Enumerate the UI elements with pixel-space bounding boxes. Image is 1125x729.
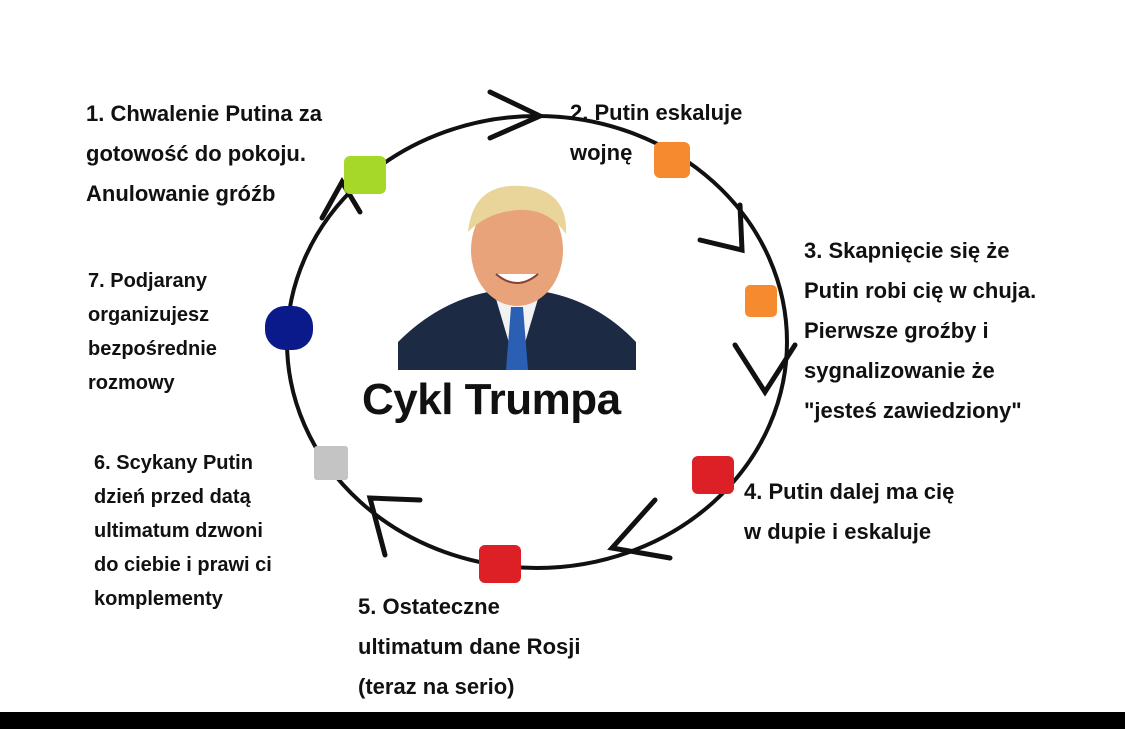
label-line: 6. Scykany Putin [94,452,253,474]
step-1-node [344,156,386,194]
arrow-icon [366,495,423,558]
label-line: komplementy [94,588,223,610]
label-line: 1. Chwalenie Putina za [86,101,322,126]
arrow-icon [487,89,546,141]
step-7-label: 7. Podjarany organizujesz bezpośrednie r… [88,264,217,400]
label-line: 4. Putin dalej ma cię [744,479,955,504]
label-line: ultimatum dzwoni [94,520,263,542]
label-line: (teraz na serio) [358,674,515,699]
label-line: 7. Podjarany [88,270,207,292]
label-line: dzień przed datą [94,486,251,508]
label-line: 2. Putin eskaluje [570,100,743,125]
step-7-node [265,306,313,350]
label-line: Putin robi cię w chuja. [804,278,1037,303]
step-2-node [654,142,690,178]
arrow-icon [697,202,745,254]
step-3-label: 3. Skapnięcie się że Putin robi cię w ch… [804,231,1036,431]
label-line: 3. Skapnięcie się że [804,238,1010,263]
label-line: gotowość do pokoju. [86,141,306,166]
label-line: bezpośrednie [88,338,217,360]
step-3-node [745,285,777,317]
step-2-label: 2. Putin eskaluje wojnę [570,93,742,173]
label-line: do ciebie i prawi ci [94,554,272,576]
label-line: rozmowy [88,372,175,394]
step-6-node [314,446,348,480]
label-line: Anulowanie gróźb [86,181,276,206]
diagram-title: Cykl Trumpa [362,375,621,424]
label-line: "jesteś zawiedziony" [804,398,1022,423]
step-4-node [692,456,734,494]
step-6-label: 6. Scykany Putin dzień przed datą ultima… [94,446,272,616]
step-1-label: 1. Chwalenie Putina za gotowość do pokoj… [86,94,322,214]
label-line: wojnę [570,140,633,165]
arrow-icon [732,342,798,397]
label-line: 5. Ostateczne [358,594,500,619]
arrow-icon [607,497,673,561]
step-5-node [479,545,521,583]
label-line: ultimatum dane Rosji [358,634,581,659]
trump-photo [398,172,636,370]
label-line: Pierwsze groźby i [804,318,989,343]
step-4-label: 4. Putin dalej ma cię w dupie i eskaluje [744,472,954,552]
bottom-black-bar [0,712,1125,729]
arrow-icon [319,177,363,221]
label-line: w dupie i eskaluje [744,519,932,544]
step-5-label: 5. Ostateczne ultimatum dane Rosji (tera… [358,587,580,707]
label-line: organizujesz [88,304,210,326]
label-line: sygnalizowanie że [804,358,995,383]
